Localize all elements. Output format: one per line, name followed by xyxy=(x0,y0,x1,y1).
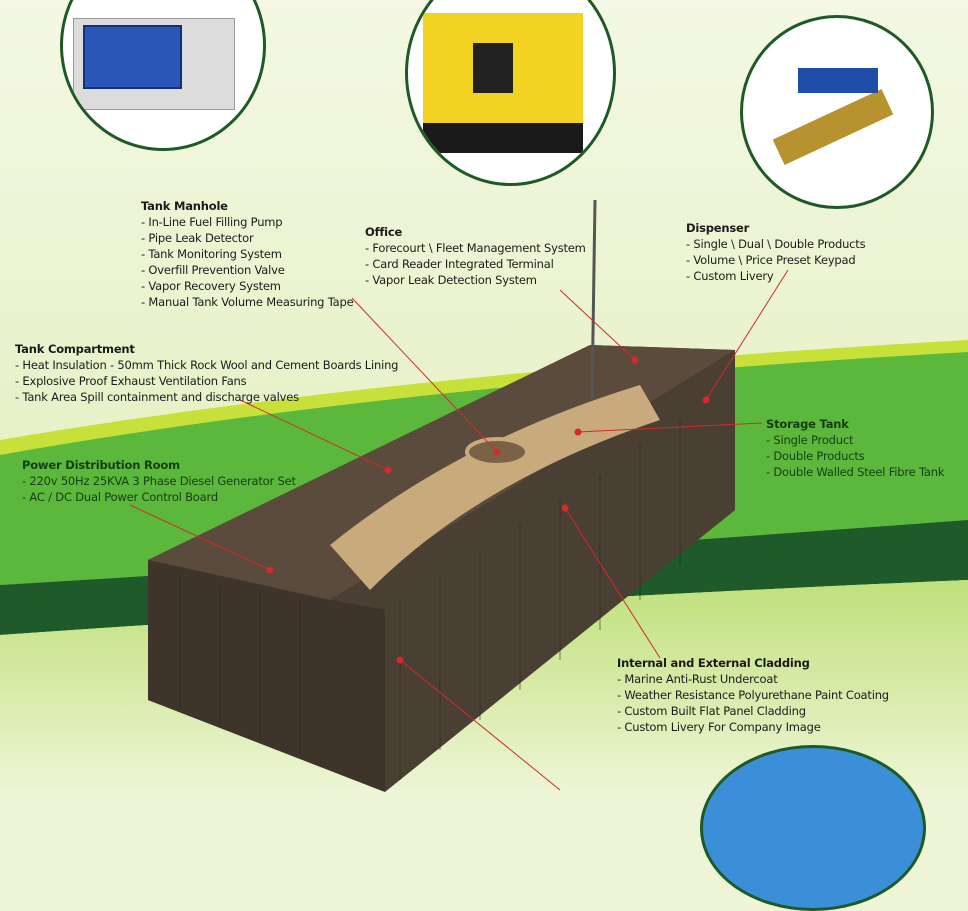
label-item: - Tank Area Spill containment and discha… xyxy=(15,390,299,404)
label-item: - Custom Livery xyxy=(686,269,774,283)
console-screen xyxy=(83,25,182,89)
sky-preview-image xyxy=(700,745,926,911)
label-title: Tank Compartment xyxy=(15,342,135,356)
label-title: Tank Manhole xyxy=(141,199,228,213)
label-item: - Vapor Leak Detection System xyxy=(365,273,537,287)
label-title: Power Distribution Room xyxy=(22,458,180,472)
label-item: - Custom Livery For Company Image xyxy=(617,720,821,734)
label-tank-compartment: Tank Compartment - Heat Insulation - 50m… xyxy=(15,341,398,405)
label-item: - Double Products xyxy=(766,449,865,463)
label-item: - Pipe Leak Detector xyxy=(141,231,254,245)
label-title: Office xyxy=(365,225,403,239)
label-dispenser: Dispenser - Single \ Dual \ Double Produ… xyxy=(686,220,866,284)
label-item: - Explosive Proof Exhaust Ventilation Fa… xyxy=(15,374,247,388)
label-power-distribution-room: Power Distribution Room - 220v 50Hz 25KV… xyxy=(22,457,296,505)
label-item: - Weather Resistance Polyurethane Paint … xyxy=(617,688,889,702)
label-title: Dispenser xyxy=(686,221,750,235)
label-item: - Double Walled Steel Fibre Tank xyxy=(766,465,945,479)
dispenser-nozzle-image xyxy=(740,15,934,209)
label-item: - Tank Monitoring System xyxy=(141,247,282,261)
label-item: - Single \ Dual \ Double Products xyxy=(686,237,866,251)
label-title: Storage Tank xyxy=(766,417,849,431)
diesel-generator-image xyxy=(405,0,616,186)
label-item: - Vapor Recovery System xyxy=(141,279,281,293)
label-item: - Card Reader Integrated Terminal xyxy=(365,257,554,271)
label-title: Internal and External Cladding xyxy=(617,656,810,670)
label-storage-tank: Storage Tank - Single Product - Double P… xyxy=(766,416,945,480)
label-item: - 220v 50Hz 25KVA 3 Phase Diesel Generat… xyxy=(22,474,296,488)
label-item: - Marine Anti-Rust Undercoat xyxy=(617,672,778,686)
label-item: - Volume \ Price Preset Keypad xyxy=(686,253,856,267)
label-item: - Overfill Prevention Valve xyxy=(141,263,285,277)
label-cladding: Internal and External Cladding - Marine … xyxy=(617,655,889,735)
label-item: - In-Line Fuel Filling Pump xyxy=(141,215,283,229)
label-item: - Custom Built Flat Panel Cladding xyxy=(617,704,806,718)
nozzle-body xyxy=(772,88,894,166)
label-item: - Single Product xyxy=(766,433,854,447)
generator-panel xyxy=(473,43,513,93)
label-office: Office - Forecourt \ Fleet Management Sy… xyxy=(365,224,586,288)
label-item: - Heat Insulation - 50mm Thick Rock Wool… xyxy=(15,358,399,372)
label-item: - AC / DC Dual Power Control Board xyxy=(22,490,218,504)
label-item: - Manual Tank Volume Measuring Tape xyxy=(141,295,354,309)
nozzle-head xyxy=(798,68,878,93)
container-illustration xyxy=(148,199,735,792)
label-item: - Forecourt \ Fleet Management System xyxy=(365,241,586,255)
label-tank-manhole: Tank Manhole - In-Line Fuel Filling Pump… xyxy=(141,198,354,310)
